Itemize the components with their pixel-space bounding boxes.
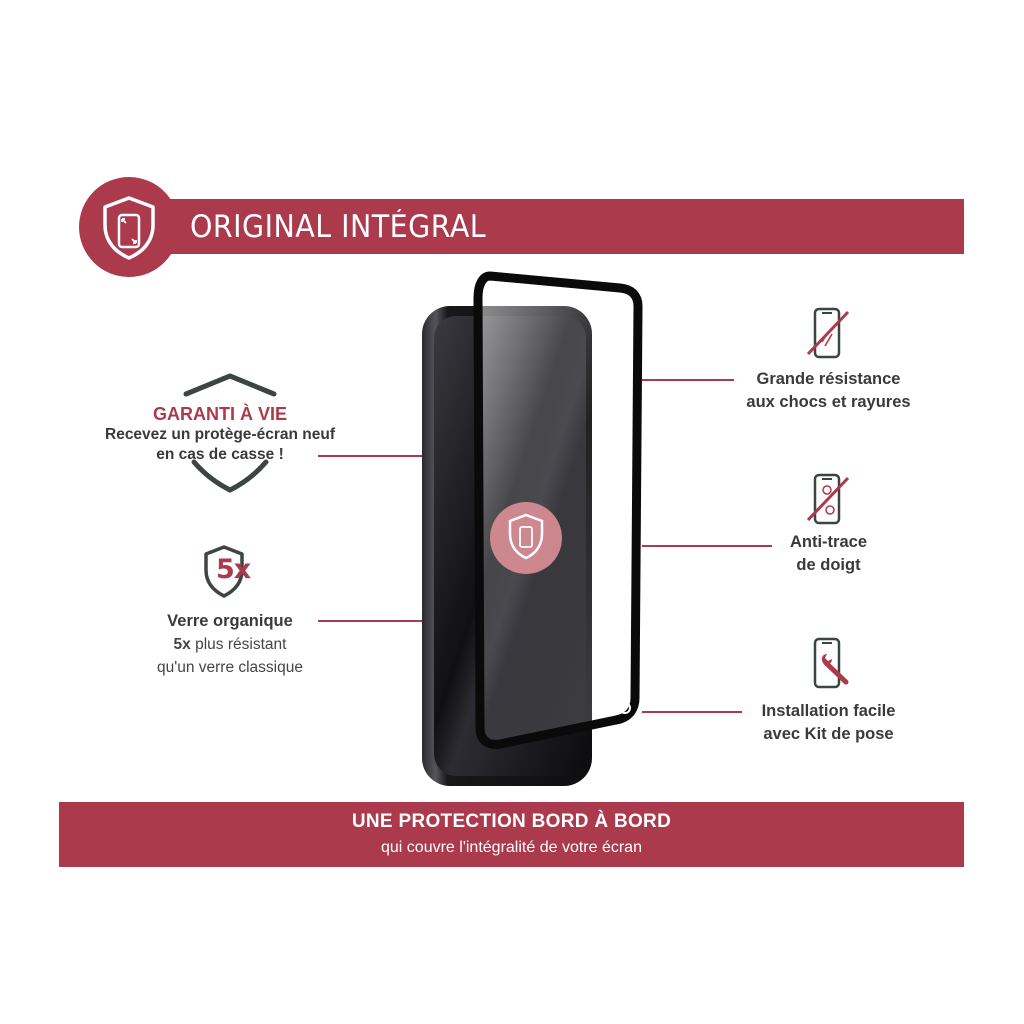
feature-antitrace-line1: Anti-trace [789,533,867,551]
feature-install-line2: avec Kit de pose [763,725,894,743]
connector-line-organic [318,620,422,622]
protector-logo [490,502,562,574]
guarantee-block: GARANTI À VIE Recevez un protège-écran n… [60,404,380,465]
feature-resistance-line1: Grande résistance [756,370,901,388]
organic-block: Verre organique 5x plus résistant qu'un … [100,610,360,679]
feature-resistance: Grande résistance aux chocs et rayures [716,368,941,414]
feature-antitrace: Anti-trace de doigt [716,531,941,577]
organic-line2: 5x plus résistant [100,633,360,656]
organic-line2-bold: 5x [173,636,191,653]
phone-wrench-icon [813,637,849,689]
guarantee-title: GARANTI À VIE [152,404,287,424]
feature-install-line1: Installation facile [761,702,896,720]
feature-antitrace-line2: de doigt [796,556,861,574]
header-banner [160,199,964,254]
protector-ring-icon [619,702,631,714]
resistance-icon-wrap [806,306,852,365]
phone-scratch-icon [806,307,850,359]
connector-line-guarantee [318,455,422,457]
guarantee-line2: en cas de casse ! [156,446,284,463]
connector-line-install [642,711,742,713]
feature-install: Installation facile avec Kit de pose [716,700,941,746]
screen-protector [473,271,643,749]
antitrace-icon-wrap [806,472,852,531]
shield-outline-icon [183,373,277,493]
shield-5x-icon [204,545,244,598]
footer-title: UNE PROTECTION BORD À BORD [351,811,672,832]
organic-title: Verre organique [167,612,293,630]
footer-subtitle: qui couvre l'intégralité de votre écran [381,839,642,856]
phone-fingerprint-icon [806,473,850,525]
header-badge [79,177,179,277]
organic-line3: qu'un verre classique [157,659,303,676]
feature-resistance-line2: aux chocs et rayures [746,393,911,411]
install-icon-wrap [806,636,852,695]
organic-shield-badge: 5x [202,544,262,600]
shield-phone-icon [103,196,155,260]
phone-illustration [380,268,670,788]
connector-line-resistance [642,379,734,381]
guarantee-line1: Recevez un protège-écran neuf [105,426,335,443]
footer-banner: UNE PROTECTION BORD À BORD qui couvre l'… [59,802,964,867]
guarantee-shield-icon [180,372,280,501]
connector-line-antitrace [642,545,772,547]
organic-line2-rest: plus résistant [190,636,287,653]
organic-badge-text: 5x [216,554,251,585]
header-title: ORIGINAL INTÉGRAL [190,209,487,245]
